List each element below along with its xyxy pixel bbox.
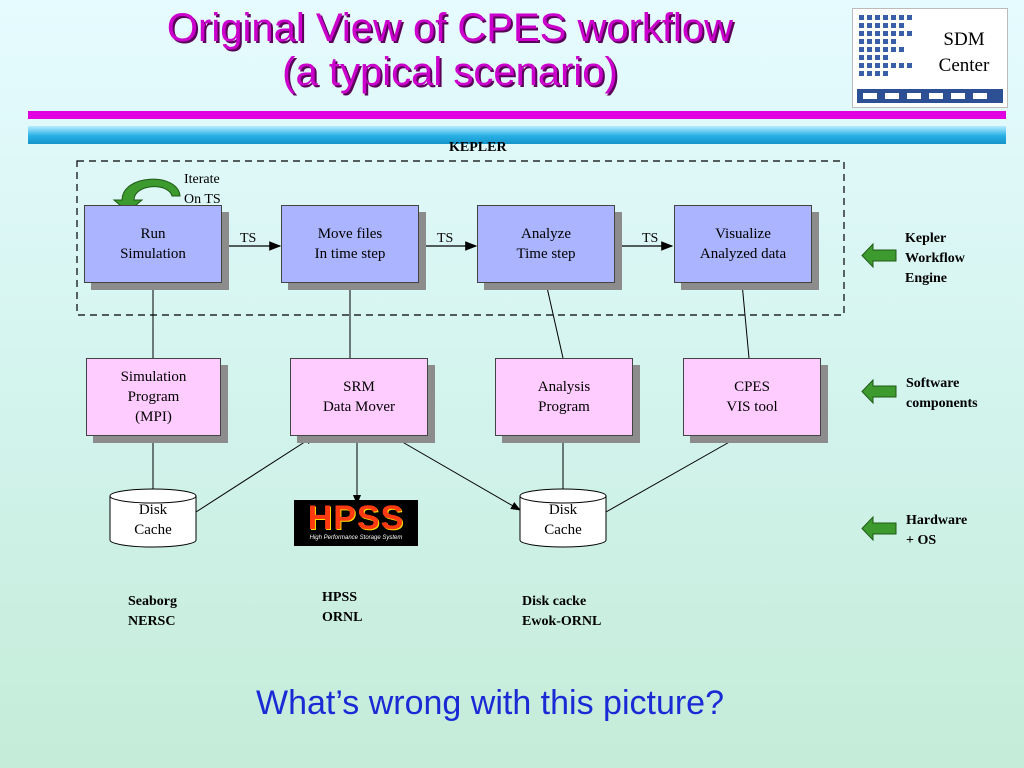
disk-cache-2-label: Disk Cache [544,502,582,538]
site-label-hpss: HPSS ORNL [322,590,363,625]
layer-label-software: Software components [906,376,978,411]
link-visualize-vis [741,282,750,359]
title-divider-magenta [28,111,1006,119]
site-label-seaborg: Seaborg NERSC [128,594,177,629]
layer-label-kepler: Kepler Workflow Engine [905,231,965,286]
ts-label-2: TS [437,231,454,246]
step-run-simulation: Run Simulation [84,205,222,283]
link-analyze-prog [545,282,564,359]
disk-cache-2 [519,488,607,548]
iterate-arrow-icon [112,178,181,213]
link-vis-disk2 [605,435,741,513]
hpss-logo: HPSS High Performance Storage System [294,499,418,546]
disk-cache-1 [109,488,197,548]
title-line-2: (a typical scenario) [282,50,618,94]
ts-label-3: TS [642,231,659,246]
component-simulation-program: Simulation Program (MPI) [86,358,221,436]
title-divider-cyan [28,126,1006,144]
component-srm-data-mover: SRM Data Mover [290,358,428,436]
kepler-container [76,160,845,316]
iterate-label: Iterate On TS [184,172,221,207]
link-srm-disk2 [391,435,521,511]
logo-text: SDM Center [938,29,990,76]
ts-label-1: TS [240,231,257,246]
title-line-1: Original View of CPES workflow [166,6,734,50]
step-analyze: Analyze Time step [477,205,615,283]
slide-title: Original View of CPES workflow (a typica… [60,6,840,94]
site-label-disk-ewok: Disk cacke Ewok-ORNL [522,594,602,629]
kepler-label: KEPLER [449,140,507,155]
closing-question: What’s wrong with this picture? [255,684,724,722]
step-visualize: Visualize Analyzed data [674,205,812,283]
layer-arrow-software-icon [861,378,897,405]
component-cpes-vis-tool: CPES VIS tool [683,358,821,436]
component-analysis-program: Analysis Program [495,358,633,436]
layer-label-hardware: Hardware + OS [906,513,968,548]
sdm-center-logo: SDM Center [852,8,1008,108]
link-disk-srm [195,435,315,513]
step-move-files: Move files In time step [281,205,419,283]
layer-arrow-hardware-icon [861,515,897,542]
logo-grid-icon [857,15,1003,103]
layer-arrow-kepler-icon [861,242,897,269]
disk-cache-1-label: Disk Cache [134,502,172,538]
